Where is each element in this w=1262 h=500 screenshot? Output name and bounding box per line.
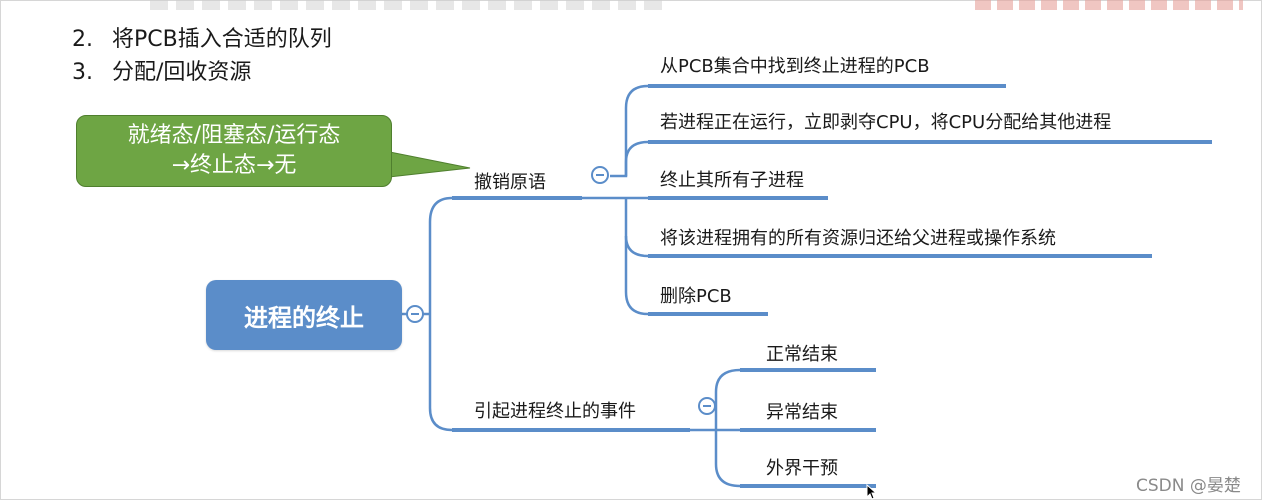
root-collapse-button[interactable] bbox=[406, 305, 424, 323]
minus-icon bbox=[596, 174, 604, 176]
list-item-2: 2. 将PCB插入合适的队列 bbox=[72, 26, 332, 54]
list-number: 2. bbox=[72, 27, 93, 52]
mouse-cursor-icon bbox=[866, 484, 878, 500]
minus-icon bbox=[411, 313, 419, 315]
leaf-normal-end[interactable]: 正常结束 bbox=[766, 344, 838, 365]
callout-line-1: 就绪态/阻塞态/运行态 bbox=[127, 123, 341, 148]
revoke-collapse-button[interactable] bbox=[591, 166, 609, 184]
list-text: 分配/回收资源 bbox=[112, 60, 252, 85]
callout-line-2: →终止态→无 bbox=[171, 153, 297, 178]
minus-icon bbox=[703, 405, 711, 407]
connector-to-events bbox=[428, 314, 453, 432]
list-number: 3. bbox=[72, 60, 93, 85]
leaf-return-resources[interactable]: 将该进程拥有的所有资源归还给父进程或操作系统 bbox=[660, 228, 1056, 249]
connector-event-1 bbox=[714, 368, 741, 430]
leaf-find-pcb[interactable]: 从PCB集合中找到终止进程的PCB bbox=[660, 56, 930, 77]
callout-pointer bbox=[379, 149, 471, 179]
leaf-preempt-cpu[interactable]: 若进程正在运行，立即剥夺CPU，将CPU分配给其他进程 bbox=[660, 112, 1112, 133]
connector-leaf-5 bbox=[624, 236, 649, 316]
root-label: 进程的终止 bbox=[244, 303, 364, 332]
cropped-header-strip bbox=[975, 0, 1243, 10]
state-callout: 就绪态/阻塞态/运行态 →终止态→无 bbox=[76, 115, 392, 187]
cropped-text-strip bbox=[150, 0, 670, 10]
connector-event-3 bbox=[714, 430, 741, 488]
connector-to-revoke bbox=[428, 196, 453, 314]
leaf-terminate-children[interactable]: 终止其所有子进程 bbox=[660, 170, 804, 191]
connector-leaf-4 bbox=[624, 198, 649, 258]
connector-leaf-1 bbox=[610, 84, 649, 178]
branch-termination-events[interactable]: 引起进程终止的事件 bbox=[474, 401, 636, 422]
root-node[interactable]: 进程的终止 bbox=[206, 280, 402, 350]
connector-leaf-2 bbox=[624, 140, 649, 176]
list-item-3: 3. 分配/回收资源 bbox=[72, 59, 251, 87]
leaf-external-intervention[interactable]: 外界干预 bbox=[766, 458, 838, 479]
branch-revoke-primitive[interactable]: 撤销原语 bbox=[474, 172, 546, 193]
leaf-delete-pcb[interactable]: 删除PCB bbox=[660, 286, 732, 307]
leaf-abnormal-end[interactable]: 异常结束 bbox=[766, 402, 838, 423]
events-collapse-button[interactable] bbox=[698, 397, 716, 415]
watermark: CSDN @晏楚 bbox=[1136, 476, 1241, 496]
list-text: 将PCB插入合适的队列 bbox=[112, 27, 332, 52]
